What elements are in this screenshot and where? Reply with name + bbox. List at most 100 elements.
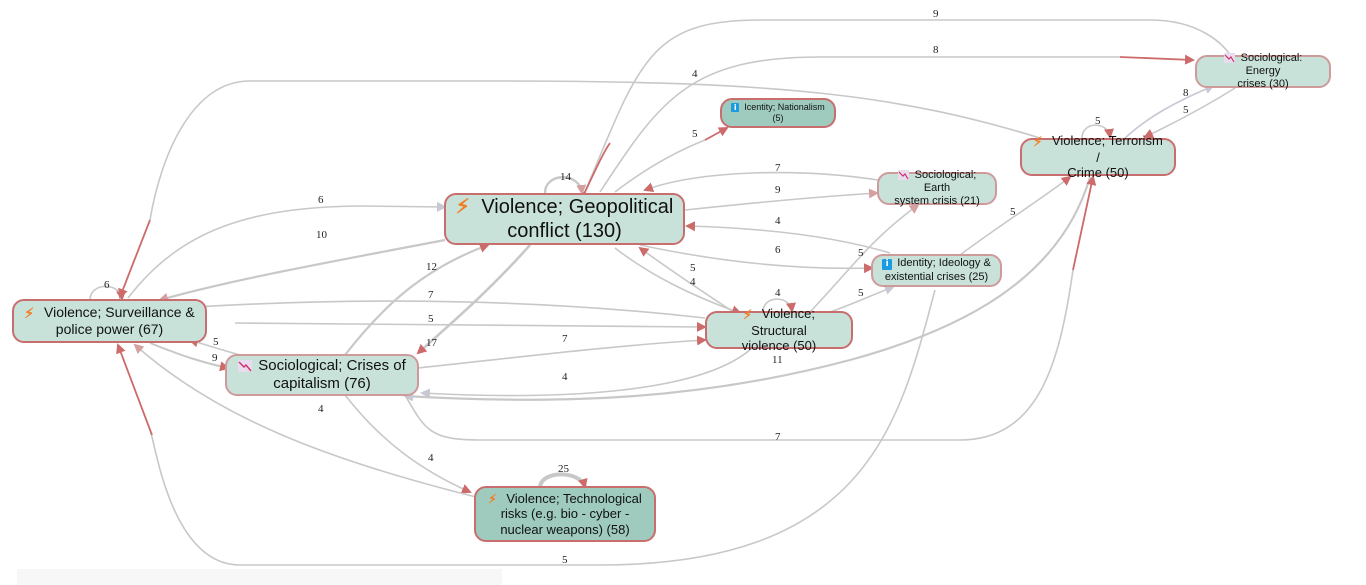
edge-label: 12: [426, 261, 437, 273]
edge-surv-cap-9: [149, 342, 230, 372]
bolt-icon: ⚡︎: [1033, 134, 1043, 149]
node-label-line1: Sociological; Crises of: [258, 357, 406, 374]
edge-surv-geo-6: [127, 201, 447, 299]
edge-cap-tech-4: [344, 394, 472, 494]
trend-down-icon: [897, 169, 909, 180]
edge-label: 5: [1010, 206, 1016, 218]
edge-geo-energy-8: [599, 56, 1120, 193]
edge-struct-ideology-5: [829, 285, 895, 313]
node-energy-crises[interactable]: Sociological: Energy crises (30): [1195, 51, 1331, 90]
node-label-line2: existential crises (25): [884, 270, 989, 283]
edge-label: 17: [426, 337, 438, 349]
node-geopolitical-conflict[interactable]: ⚡︎ Violence; Geopolitical conflict (130): [444, 193, 685, 245]
edge-label: 10: [316, 229, 328, 241]
edge-label: 5: [692, 128, 698, 140]
node-surveillance-police-power[interactable]: ⚡︎ Violence; Surveillance & police power…: [12, 299, 207, 343]
edge-label: 5: [1095, 115, 1101, 127]
edge-label: 25: [558, 463, 570, 475]
node-label-line2: conflict (130): [507, 220, 622, 243]
node-structural-violence[interactable]: ⚡︎ Violence; Structural violence (50): [705, 306, 853, 353]
edge-label: 7: [428, 289, 434, 301]
edge-label: 4: [428, 452, 434, 464]
edge-cap-geo-12: [344, 243, 490, 356]
edge-label: 11: [772, 354, 783, 366]
edge-label: 6: [318, 194, 324, 206]
edge-geo-ideology-6: [639, 244, 874, 274]
edge-geo-cap-17: [416, 244, 531, 355]
edge-cap-struct-7: [417, 335, 707, 369]
edge-tech-self: [538, 472, 588, 489]
node-label-line1: Violence; Geopolitical: [481, 195, 674, 218]
edge-label: 8: [1183, 87, 1189, 99]
node-label-line2: risks (e.g. bio - cyber -: [500, 506, 630, 522]
node-label-line1: Violence; Technological: [506, 490, 642, 506]
edge-label: 6: [775, 244, 781, 256]
node-label-line2: (5): [772, 113, 784, 123]
node-label-line1: Sociological; Earth: [914, 168, 977, 194]
node-label-line2: police power (67): [55, 321, 164, 338]
edge-label: 7: [775, 431, 781, 443]
edge-label: 9: [933, 8, 939, 20]
edge-label: 4: [775, 287, 781, 299]
edge-struct-self: [762, 298, 796, 313]
edge-geo-earth-9: [684, 188, 879, 211]
edge-tech-surv-4: [133, 343, 477, 498]
edge-label: 4: [318, 403, 324, 415]
node-label-line1: Identity; Ideology &: [897, 257, 991, 270]
node-label-line1: Violence; Surveillance &: [44, 303, 195, 320]
edge-label: 4: [562, 371, 568, 383]
edge-geo-self: [543, 176, 587, 195]
edge-terror-energy-8: [1124, 84, 1215, 139]
node-technological-risks[interactable]: ⚡︎ Violence; Technological risks (e.g. b…: [474, 486, 656, 542]
edge-surv-struct-5: [234, 321, 707, 332]
edge-label: 5: [213, 336, 219, 348]
node-label-line2: violence (50): [741, 338, 817, 354]
edge-label: 4: [692, 68, 698, 80]
edge-label: 5: [858, 287, 864, 299]
edge-cap-terror-7-head: [1072, 175, 1097, 271]
node-terrorism-crime[interactable]: ⚡︎ Violence; Terrorism / Crime (50): [1020, 133, 1176, 180]
edge-label: 5: [428, 313, 434, 325]
edge-terror-surv-4: [149, 80, 1041, 221]
node-label-line1: Violence; Structural: [751, 306, 815, 338]
edge-struct-earth-5: [809, 203, 920, 313]
node-earth-system-crisis[interactable]: Sociological; Earth system crisis (21): [877, 168, 997, 207]
node-crises-of-capitalism[interactable]: Sociological; Crises of capitalism (76): [225, 354, 419, 396]
node-label-line1: Icentity; Nationalism: [744, 102, 825, 113]
edge-label: 5: [858, 247, 864, 259]
edge-label: 8: [933, 44, 939, 56]
edge-label: 9: [212, 352, 218, 364]
trend-down-icon: [238, 360, 253, 373]
edge-geo-struct-4: [614, 247, 742, 315]
node-label-line3: nuclear weapons) (58): [500, 521, 630, 537]
node-nationalism[interactable]: i Icentity; Nationalism (5): [720, 98, 836, 128]
edge-terror-surv-4-head: [118, 219, 151, 299]
node-label-line2: Crime (50): [1067, 165, 1129, 181]
edge-ideology-surv-5: [149, 289, 936, 566]
edge-label: 5: [1183, 104, 1189, 116]
edge-terror-self: [1081, 124, 1114, 139]
node-ideology-existential-crises[interactable]: i Identity; Ideology & existential crises…: [871, 254, 1002, 287]
edge-geo-energy-8-head: [1119, 54, 1195, 65]
trend-down-icon: [1223, 52, 1235, 63]
edge-label: 5: [562, 554, 568, 566]
edge-label: 5: [690, 262, 696, 274]
edge-label: 14: [560, 171, 572, 183]
edge-surv-self: [89, 285, 127, 301]
edge-ideology-terror-5: [959, 175, 1072, 256]
info-icon: i: [731, 103, 740, 113]
edge-label: 4: [775, 215, 781, 227]
bolt-icon: ⚡︎: [455, 196, 470, 219]
edge-earth-geo-7: [643, 171, 879, 192]
edge-label: 7: [562, 333, 568, 345]
bolt-icon: ⚡︎: [742, 307, 753, 322]
edge-geo-energy-9-head: [577, 142, 611, 202]
edge-ideology-geo-4: [685, 221, 891, 254]
node-label-line2: capitalism (76): [273, 375, 371, 392]
edge-geo-nation-5-head: [704, 127, 729, 141]
edge-geo-surv-10: [158, 238, 446, 303]
info-icon: i: [882, 259, 893, 271]
node-label-line1: Sociological: Energy: [1240, 51, 1303, 77]
edge-struct-surv-7: [121, 300, 706, 319]
